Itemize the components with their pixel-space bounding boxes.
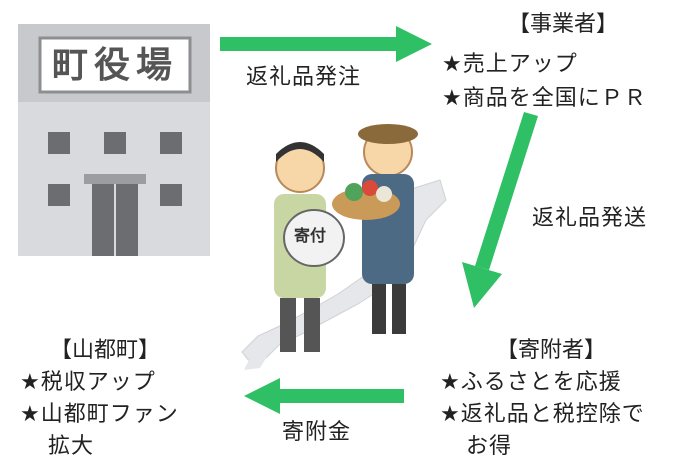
arrow-donation [244, 378, 404, 414]
town-line-3: 拡大 [48, 434, 95, 459]
donor-line-2: ★返礼品と税控除で [440, 402, 645, 427]
arrow-order [220, 26, 432, 62]
arrow-ship [452, 112, 542, 312]
donor-line-3: お得 [466, 434, 513, 459]
donor-line-1: ★ふるさとを応援 [440, 370, 622, 395]
town-hall-icon [18, 24, 210, 256]
donor-title: 【寄附者】 [496, 338, 607, 363]
business-title: 【事業者】 [508, 12, 619, 37]
label-donation: 寄附金 [282, 420, 352, 445]
town-hall-building: 町役場 [18, 24, 210, 256]
donation-bag-label: 寄付 [294, 226, 327, 245]
town-line-2: ★山都町ファン [20, 402, 179, 427]
donation-illustration: 寄付 [230, 100, 450, 376]
town-title: 【山都町】 [50, 338, 161, 363]
label-order: 返礼品発注 [246, 65, 362, 90]
business-line-1: ★売上アップ [442, 52, 578, 77]
business-line-2: ★商品を全国にＰＲ [442, 86, 647, 111]
label-ship: 返礼品発送 [532, 206, 648, 231]
town-hall-sign: 町役場 [51, 45, 178, 86]
town-line-1: ★税収アップ [20, 370, 156, 395]
